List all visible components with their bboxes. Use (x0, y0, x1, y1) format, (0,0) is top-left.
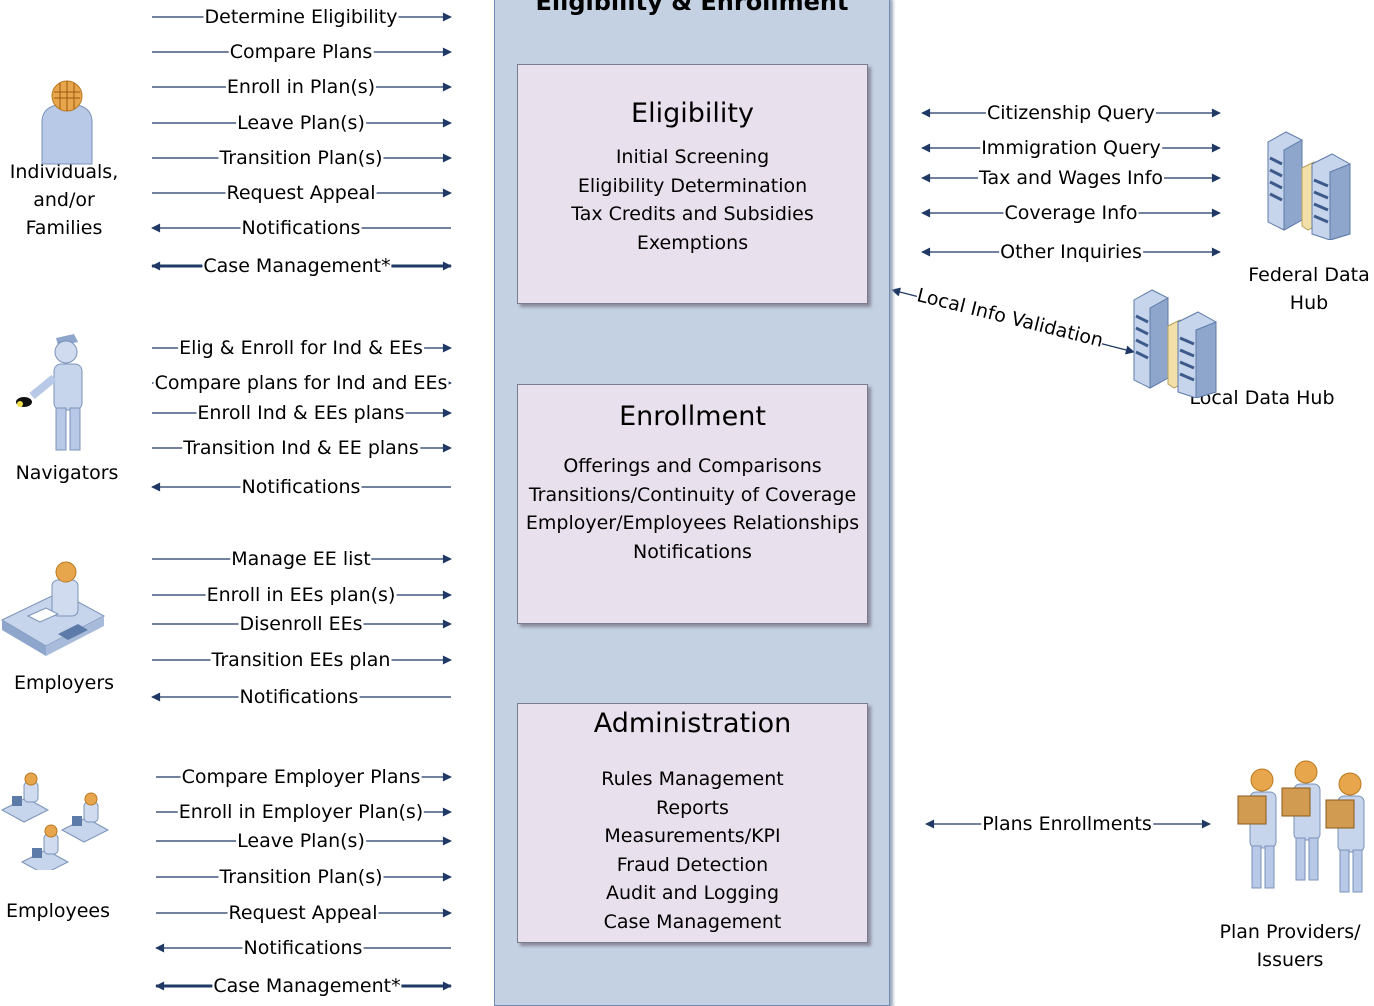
actor-label-employers: Employers (13, 672, 115, 694)
flow-label: Enroll in Employer Plan(s) (177, 801, 425, 823)
flow-label: Leave Plan(s) (236, 112, 366, 134)
actor-label-employees: Employees (6, 900, 110, 922)
flow-label: Case Management* (202, 255, 392, 277)
flow-label: Notifications (240, 476, 362, 498)
module-item: Audit and Logging (605, 882, 780, 904)
delivery-people-icon (1237, 760, 1365, 893)
module-item: Case Management (603, 910, 782, 933)
navigator-with-flashlight-icon (16, 334, 83, 451)
flow-label: Citizenship Query (985, 102, 1157, 124)
module-item: Measurements/KPI (604, 825, 781, 847)
server-rack-icon (1267, 131, 1351, 240)
flow-label: Compare plans for Ind and EEs (153, 372, 449, 394)
person-icon (41, 80, 93, 165)
flow-label: Transition Plan(s) (218, 147, 384, 169)
eligibility-module: Eligibility Initial Screening Eligibilit… (517, 64, 868, 304)
panel-title: Eligibility & Enrollment (535, 0, 849, 16)
flow-label: Immigration Query (980, 137, 1162, 159)
module-item: Transitions/Continuity of Coverage (528, 483, 857, 506)
flow-label: Tax and Wages Info (977, 167, 1165, 189)
module-item: Exemptions (636, 231, 749, 254)
flow-label: Manage EE list (230, 548, 372, 570)
module-title: Eligibility (631, 98, 754, 129)
module-item: Eligibility Determination (577, 174, 808, 197)
flow-label: Enroll in EEs plan(s) (205, 584, 397, 606)
flow-label: Request Appeal (225, 182, 377, 204)
flow-label: Determine Eligibility (203, 6, 399, 28)
flow-label: Transition Plan(s) (218, 866, 384, 888)
flow-label: Leave Plan(s) (236, 830, 366, 852)
flow-label: Compare Employer Plans (180, 766, 422, 788)
enrollment-module: Enrollment Offerings and Comparisons Tra… (517, 384, 868, 624)
workers-at-desks-icon (0, 772, 110, 870)
flow-label: Plans Enrollments (981, 813, 1153, 835)
flow-label: Request Appeal (227, 902, 379, 924)
actor-label-local-hub: Local Data Hub (1189, 387, 1335, 409)
flow-label: Other Inquiries (999, 241, 1143, 263)
flow-label: Compare Plans (228, 41, 374, 63)
flow-label: Coverage Info (1003, 202, 1139, 224)
flow-label: Case Management* (212, 975, 402, 997)
flow-label: Notifications (238, 686, 360, 708)
module-item: Notifications (633, 540, 752, 563)
flow-label: Elig & Enroll for Ind & EEs (178, 337, 424, 359)
module-item: Rules Management (601, 768, 784, 790)
module-item: Initial Screening (615, 146, 770, 168)
flow-label: Transition EEs plan (210, 649, 392, 671)
module-item: Fraud Detection (616, 853, 769, 876)
module-item: Employer/Employees Relationships (525, 512, 860, 534)
actor-label-navigators: Navigators (15, 462, 119, 484)
module-item: Offerings and Comparisons (563, 455, 822, 477)
administration-module: Administration Rules Management Reports … (517, 703, 868, 943)
flow-label: Disenroll EEs (238, 613, 364, 635)
flow-label: Notifications (242, 937, 364, 959)
module-title: Enrollment (619, 401, 766, 432)
flow-label: Enroll Ind & EEs plans (196, 402, 406, 424)
flow-label: Transition Ind & EE plans (182, 437, 420, 459)
actor-label-federal-hub: Federal Data Hub (1248, 264, 1370, 314)
actor-label-plan-providers: Plan Providers/ Issuers (1219, 921, 1361, 971)
module-title: Administration (593, 708, 792, 739)
module-item: Reports (656, 796, 729, 819)
flow-label: Enroll in Plan(s) (225, 76, 377, 98)
actor-label-individuals: Individuals, and/or Families (9, 161, 119, 239)
person-at-desk-icon (0, 561, 106, 656)
flow-label: Notifications (240, 217, 362, 239)
module-item: Tax Credits and Subsidies (571, 203, 814, 225)
server-rack-icon (1133, 289, 1217, 398)
